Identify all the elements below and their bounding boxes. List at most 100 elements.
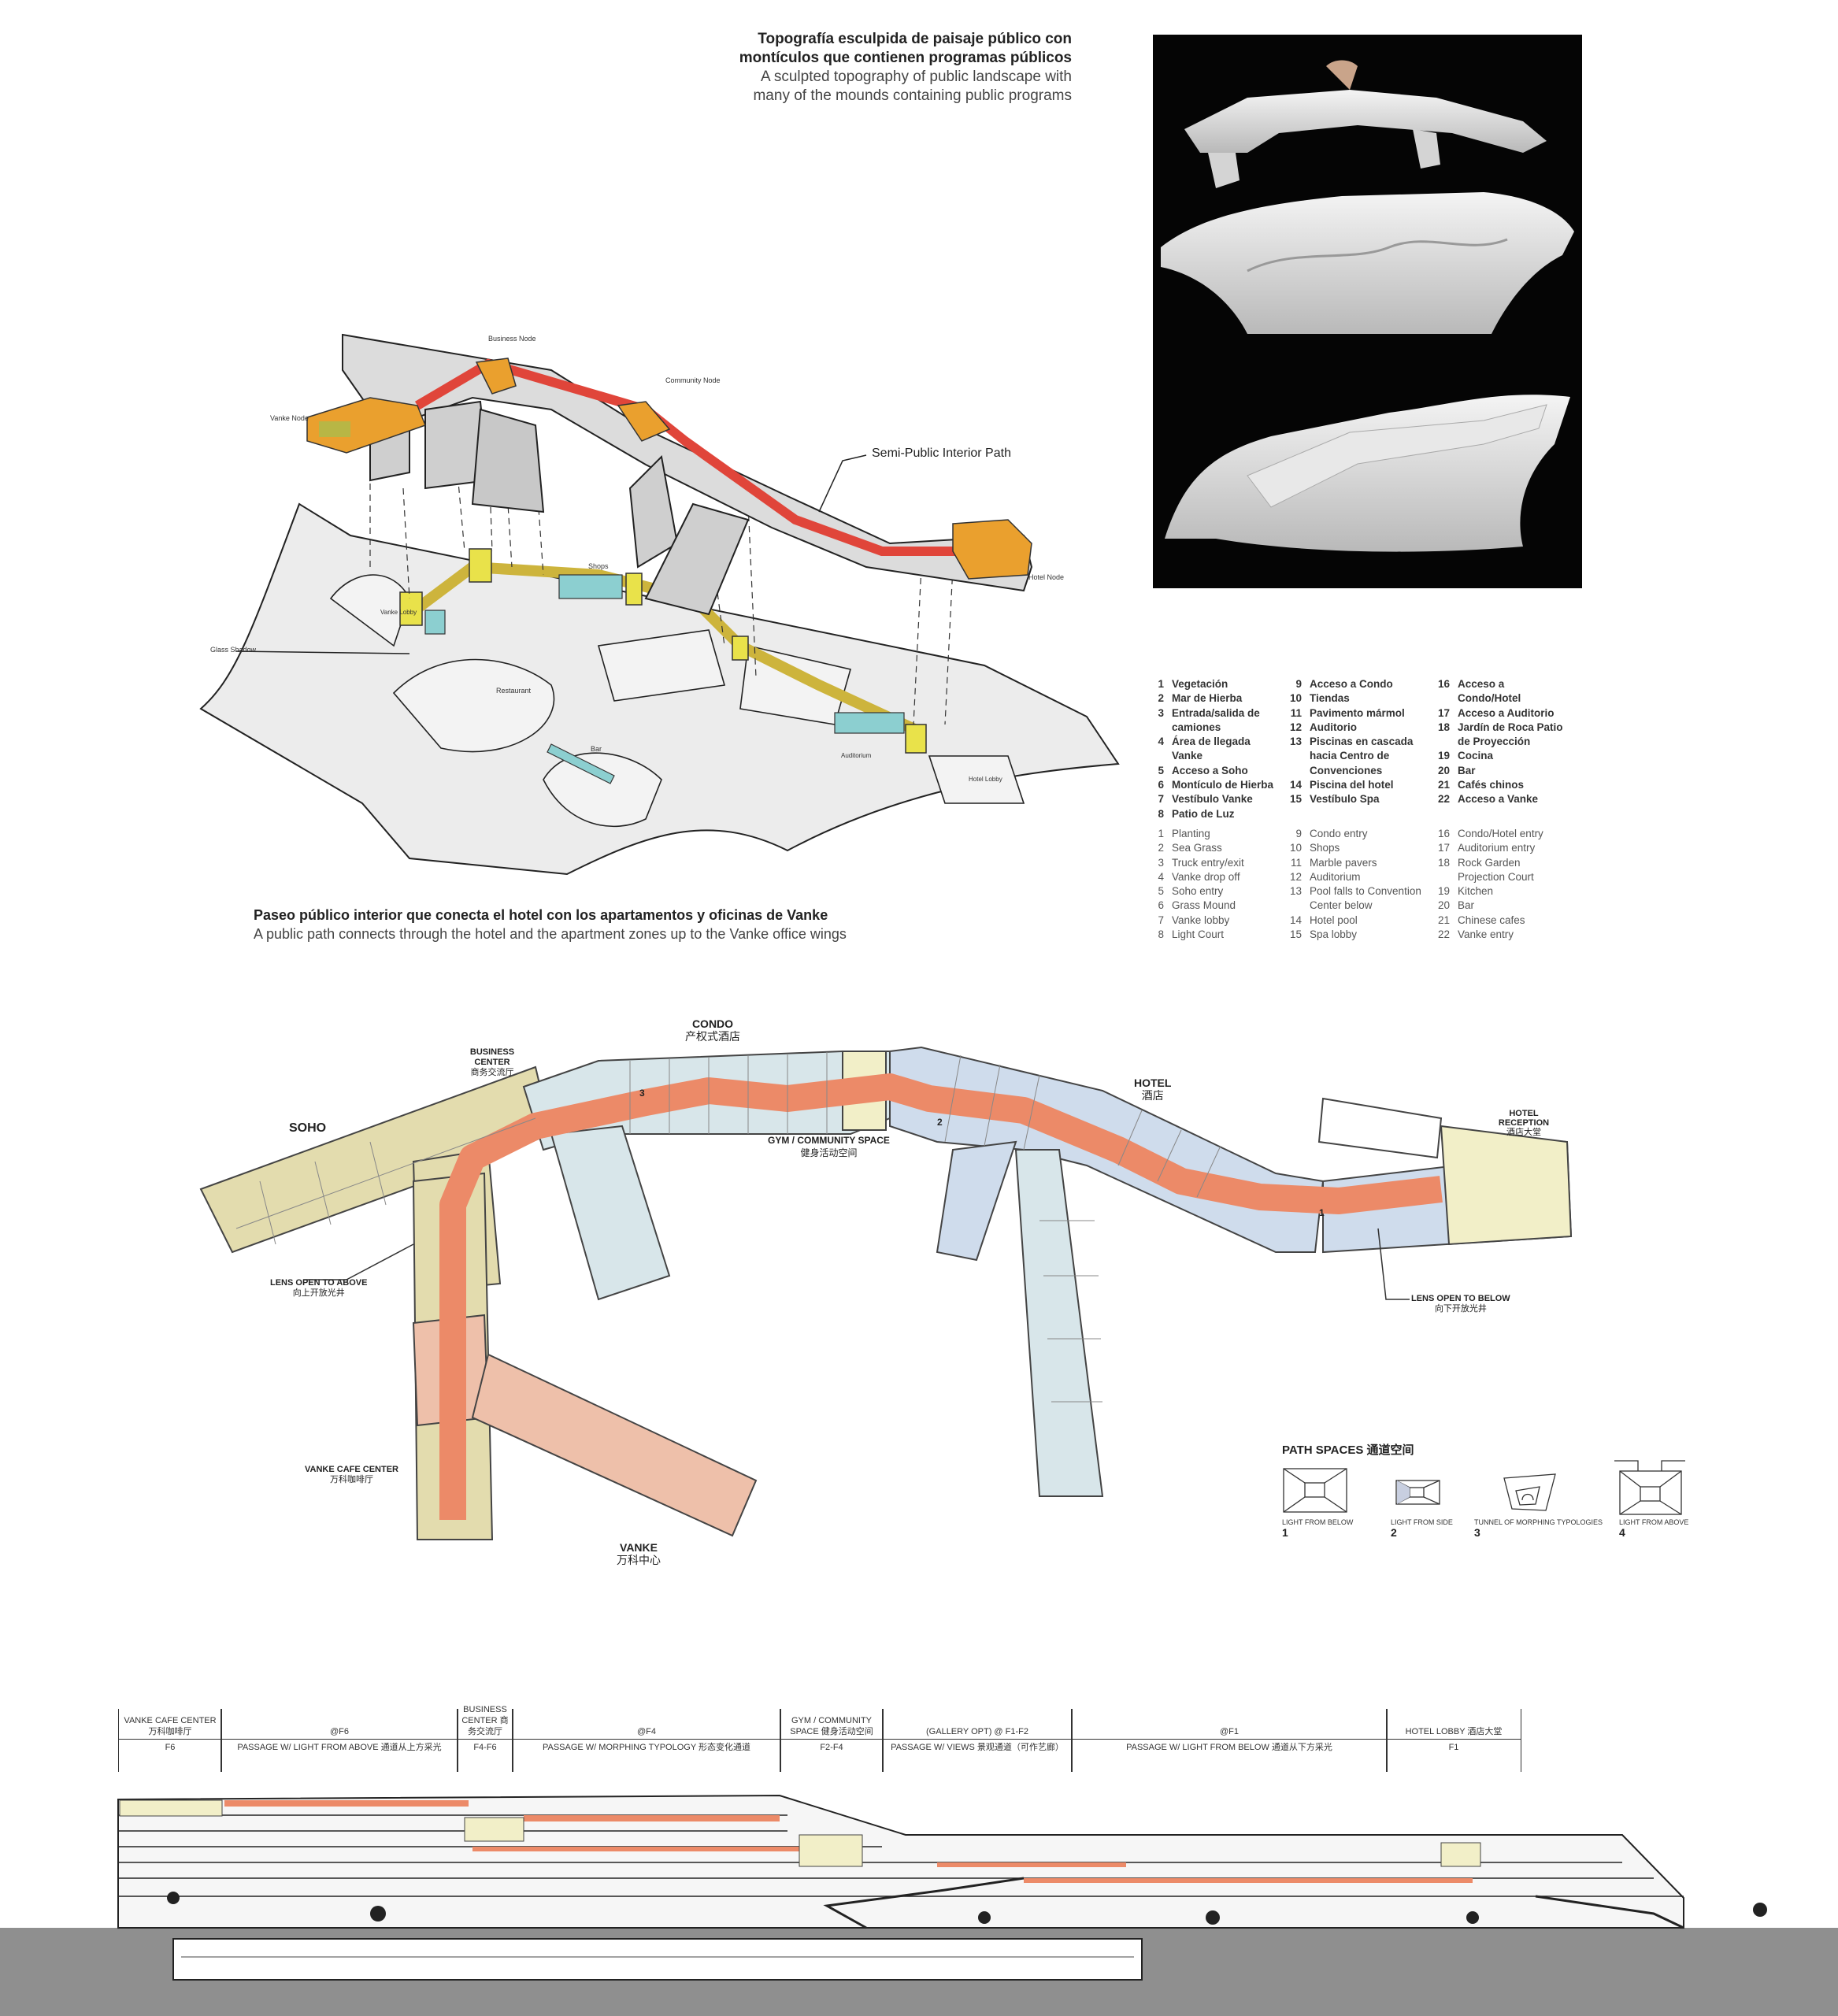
path-spaces-diagrams bbox=[1283, 1460, 1685, 1515]
legend-item-number: 1 bbox=[1158, 828, 1164, 839]
plan-label-gym: GYM / COMMUNITY SPACE 健身活动空间 bbox=[768, 1134, 890, 1159]
vanke-cafe-en: VANKE CAFE CENTER bbox=[305, 1465, 398, 1474]
plan-label-vanke: VANKE 万科中心 bbox=[617, 1541, 661, 1566]
legend-item-text: Entrada/salida de camiones bbox=[1172, 706, 1260, 733]
legend-item-text: Grass Mound bbox=[1172, 899, 1236, 912]
legend-item-text: Mar de Hierba bbox=[1172, 692, 1243, 705]
business-center-cn: 商务交流厅 bbox=[470, 1068, 514, 1077]
legend-item-text: Auditorium entry bbox=[1458, 842, 1536, 854]
label-auditorium: Auditorium bbox=[841, 752, 872, 759]
legend-item-number: 22 bbox=[1437, 928, 1450, 941]
legend-item-text: Piscinas en cascada hacia Centro de Conv… bbox=[1310, 736, 1414, 776]
legend-item-number: 15 bbox=[1289, 793, 1302, 806]
label-business-node: Business Node bbox=[488, 335, 536, 343]
legend-item-number: 20 bbox=[1437, 899, 1450, 912]
legend-item-number: 7 bbox=[1158, 914, 1164, 926]
legend-item-number: 17 bbox=[1437, 706, 1450, 719]
condo-en: CONDO bbox=[691, 1017, 734, 1030]
hotel-reception-cn: 酒店大堂 bbox=[1506, 1128, 1541, 1137]
business-center-en: BUSINESS CENTER bbox=[469, 1047, 515, 1067]
basement bbox=[172, 1938, 1143, 1981]
legend-item-number: 2 bbox=[1158, 692, 1164, 705]
top-caption: Topografía esculpida de paisaje público … bbox=[739, 30, 1072, 106]
legend-item-text: Acceso a Auditorio bbox=[1458, 706, 1555, 719]
section-zone-top: @F1 bbox=[1219, 1727, 1239, 1736]
legend-item-number: 13 bbox=[1289, 736, 1302, 748]
legend-item-number: 19 bbox=[1437, 750, 1450, 762]
legend-item-text: Bar bbox=[1458, 899, 1475, 912]
path-space-1-number: 1 bbox=[1282, 1526, 1288, 1539]
legend-item-number: 8 bbox=[1158, 928, 1164, 941]
legend-item-number: 6 bbox=[1158, 899, 1164, 912]
plan-marker-2: 2 bbox=[937, 1117, 943, 1128]
business-node-block bbox=[475, 358, 517, 395]
model-landscape-top bbox=[1161, 192, 1574, 334]
section-zone-bottom: PASSAGE W/ LIGHT FROM ABOVE 通道从上方采光 bbox=[237, 1743, 442, 1752]
plan-label-hotel-reception: HOTEL RECEPTION 酒店大堂 bbox=[1496, 1109, 1551, 1137]
legend-item-number: 16 bbox=[1437, 678, 1450, 690]
legend-item: 8 Light Court bbox=[1142, 928, 1280, 942]
path-space-3-drawing bbox=[1503, 1473, 1556, 1511]
axon-caption-es: Paseo público interior que conecta el ho… bbox=[254, 907, 828, 923]
legend-item-text: Light Court bbox=[1172, 928, 1225, 941]
lens-below-cn: 向下开放光井 bbox=[1434, 1304, 1487, 1314]
legend-item-text: Chinese cafes bbox=[1458, 914, 1525, 926]
legend-item-number: 14 bbox=[1289, 914, 1302, 926]
community-node-block bbox=[617, 401, 671, 442]
plan-label-lens-below: LENS OPEN TO BELOW 向下开放光井 bbox=[1411, 1294, 1510, 1314]
lens-above-en: LENS OPEN TO ABOVE bbox=[270, 1278, 368, 1288]
legend-item-text: Kitchen bbox=[1458, 885, 1494, 898]
legend-item: 2 Mar de Hierba bbox=[1142, 691, 1280, 706]
legend-item-number: 1 bbox=[1158, 678, 1164, 690]
section-zone-top: GYM / COMMUNITY SPACE 健身活动空间 bbox=[790, 1716, 873, 1736]
section-zone-top: VANKE CAFE CENTER 万科咖啡厅 bbox=[124, 1716, 217, 1736]
legend-item: 14 Hotel pool bbox=[1280, 914, 1428, 928]
plan-marker-3: 3 bbox=[639, 1088, 645, 1099]
legend-item-text: Cocina bbox=[1458, 750, 1494, 762]
shops-block bbox=[558, 574, 623, 599]
legend-item-text: Condo entry bbox=[1310, 828, 1368, 839]
legend-item-text: Hotel pool bbox=[1310, 914, 1358, 926]
section-zone-top: @F4 bbox=[636, 1727, 656, 1736]
section-zone-bottom: PASSAGE W/ LIGHT FROM BELOW 通道从下方采光 bbox=[1126, 1743, 1332, 1752]
legend-item-number: 21 bbox=[1437, 779, 1450, 791]
legend-item-number: 14 bbox=[1289, 779, 1302, 791]
top-caption-es-1: Topografía esculpida de paisaje público … bbox=[758, 31, 1072, 47]
condo-cn: 产权式酒店 bbox=[685, 1030, 740, 1043]
legend-item-text: Vestíbulo Spa bbox=[1310, 793, 1380, 806]
legend-item-text: Pool falls to Convention Center below bbox=[1310, 885, 1421, 912]
vanke-wing bbox=[471, 1353, 758, 1537]
vanke-node-block bbox=[306, 397, 426, 454]
top-caption-en-2: many of the mounds containing public pro… bbox=[753, 87, 1072, 104]
label-vanke-lobby: Vanke Lobby bbox=[380, 609, 417, 616]
plan-label-vanke-cafe: VANKE CAFE CENTER 万科咖啡厅 bbox=[305, 1465, 398, 1485]
trees bbox=[167, 1892, 1767, 1925]
legend-item-number: 21 bbox=[1437, 914, 1450, 926]
plan-marker-1: 1 bbox=[1319, 1207, 1325, 1218]
path-space-4: LIGHT FROM ABOVE 4 bbox=[1619, 1518, 1688, 1539]
hotel-cn: 酒店 bbox=[1141, 1089, 1164, 1102]
legend-item: 20 Bar bbox=[1428, 899, 1566, 913]
section-zone-bottom: PASSAGE W/ VIEWS 景观通道（可作艺廊） bbox=[891, 1743, 1064, 1752]
legend-item-text: Pavimento mármol bbox=[1310, 706, 1405, 719]
